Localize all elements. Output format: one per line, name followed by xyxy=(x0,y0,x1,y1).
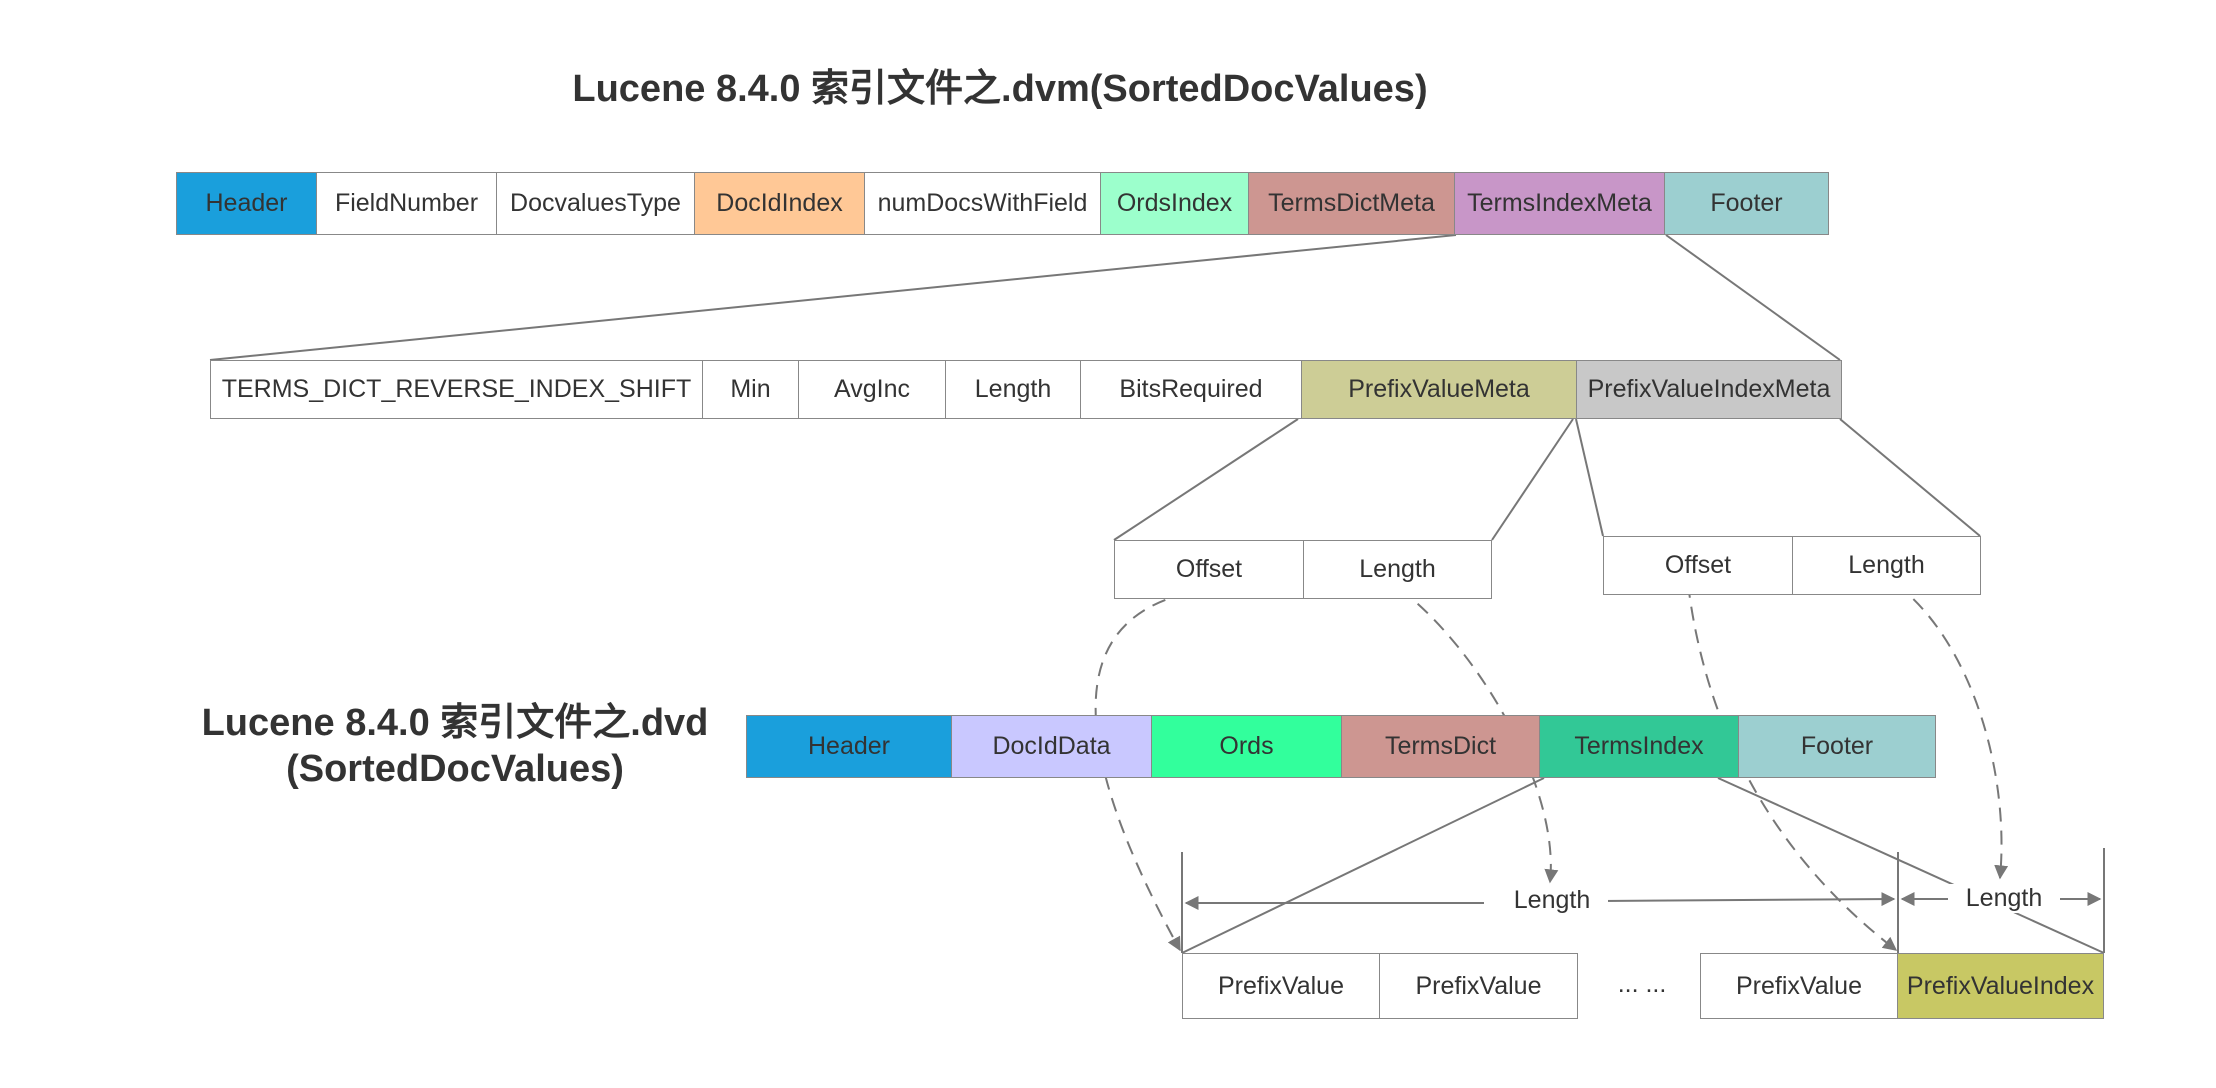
zoom-line-terms-index-meta-left xyxy=(209,234,1457,361)
length-label-prefix-value-index: Length xyxy=(1948,884,2060,913)
length-pointer-prefix-value-index xyxy=(1895,583,2009,880)
dvd-cell-doc-id-data: DocIdData xyxy=(952,715,1152,778)
terms-index-cell-prefix-value: PrefixValue xyxy=(1182,953,1380,1019)
dvd-cell-terms-dict: TermsDict xyxy=(1342,715,1540,778)
zoom-line-prefix-value-index-meta-right xyxy=(1839,418,1981,537)
meta-cell-avg-inc: AvgInc xyxy=(799,360,946,419)
zoom-line-terms-index-meta-right xyxy=(1665,234,1841,361)
length-arrow-a-right xyxy=(1601,892,1896,907)
terms-index-cell-prefix-value: PrefixValue xyxy=(1700,953,1898,1019)
pv-meta-cell-length: Length xyxy=(1304,540,1492,599)
meta-cell-bits-required: BitsRequired xyxy=(1081,360,1302,419)
dvd-title: Lucene 8.4.0 索引文件之.dvd (SortedDocValues) xyxy=(140,700,770,793)
meta-cell-min: Min xyxy=(703,360,799,419)
dvm-cell-ords-index: OrdsIndex xyxy=(1101,172,1249,235)
dvd-cell-ords: Ords xyxy=(1152,715,1342,778)
meta-cell-length: Length xyxy=(946,360,1081,419)
meta-cell-prefix-value-meta: PrefixValueMeta xyxy=(1302,360,1577,419)
zoom-line-prefix-value-index-meta-left xyxy=(1575,418,1604,537)
zoom-line-prefix-value-meta-right xyxy=(1491,418,1574,541)
offset-pointer-prefix-value-index xyxy=(1687,583,1898,951)
dvm-cell-terms-index-meta: TermsIndexMeta xyxy=(1455,172,1665,235)
pvi-meta-cell-length: Length xyxy=(1793,536,1981,595)
dvd-cell-footer: Footer xyxy=(1739,715,1936,778)
dvm-cell-header: Header xyxy=(176,172,317,235)
zoom-line-terms-index-right xyxy=(1717,777,2105,954)
dvd-title-line-1: Lucene 8.4.0 索引文件之.dvd xyxy=(201,702,709,744)
terms-index-cell-prefix-value-index: PrefixValueIndex xyxy=(1898,953,2104,1019)
dvm-cell-footer: Footer xyxy=(1665,172,1829,235)
meta-cell-prefix-value-index-meta: PrefixValueIndexMeta xyxy=(1577,360,1842,419)
meta-cell-terms-dict-reverse-index-shift: TERMS_DICT_REVERSE_INDEX_SHIFT xyxy=(210,360,703,419)
offset-pointer-prefix-value xyxy=(1094,588,1211,952)
dvm-cell-docvalues-type: DocvaluesType xyxy=(497,172,695,235)
length-label-prefix-value: Length xyxy=(1496,886,1608,915)
dvm-cell-num-docs-with-field: numDocsWithField xyxy=(865,172,1101,235)
dvd-cell-header: Header xyxy=(746,715,952,778)
pv-meta-cell-offset: Offset xyxy=(1114,540,1304,599)
dvm-cell-doc-id-index: DocIdIndex xyxy=(695,172,865,235)
pvi-meta-cell-offset: Offset xyxy=(1603,536,1793,595)
dvm-cell-field-number: FieldNumber xyxy=(317,172,497,235)
zoom-line-terms-index-left xyxy=(1181,777,1545,954)
dvd-cell-terms-index: TermsIndex xyxy=(1540,715,1739,778)
dvd-title-line-2: (SortedDocValues) xyxy=(286,748,624,791)
terms-index-cell-prefix-value: PrefixValue xyxy=(1380,953,1578,1019)
ellipsis: ... ... xyxy=(1617,970,1667,998)
zoom-line-prefix-value-meta-left xyxy=(1113,418,1299,541)
dvm-title: Lucene 8.4.0 索引文件之.dvm(SortedDocValues) xyxy=(572,68,1428,110)
dvm-cell-terms-dict-meta: TermsDictMeta xyxy=(1249,172,1455,235)
